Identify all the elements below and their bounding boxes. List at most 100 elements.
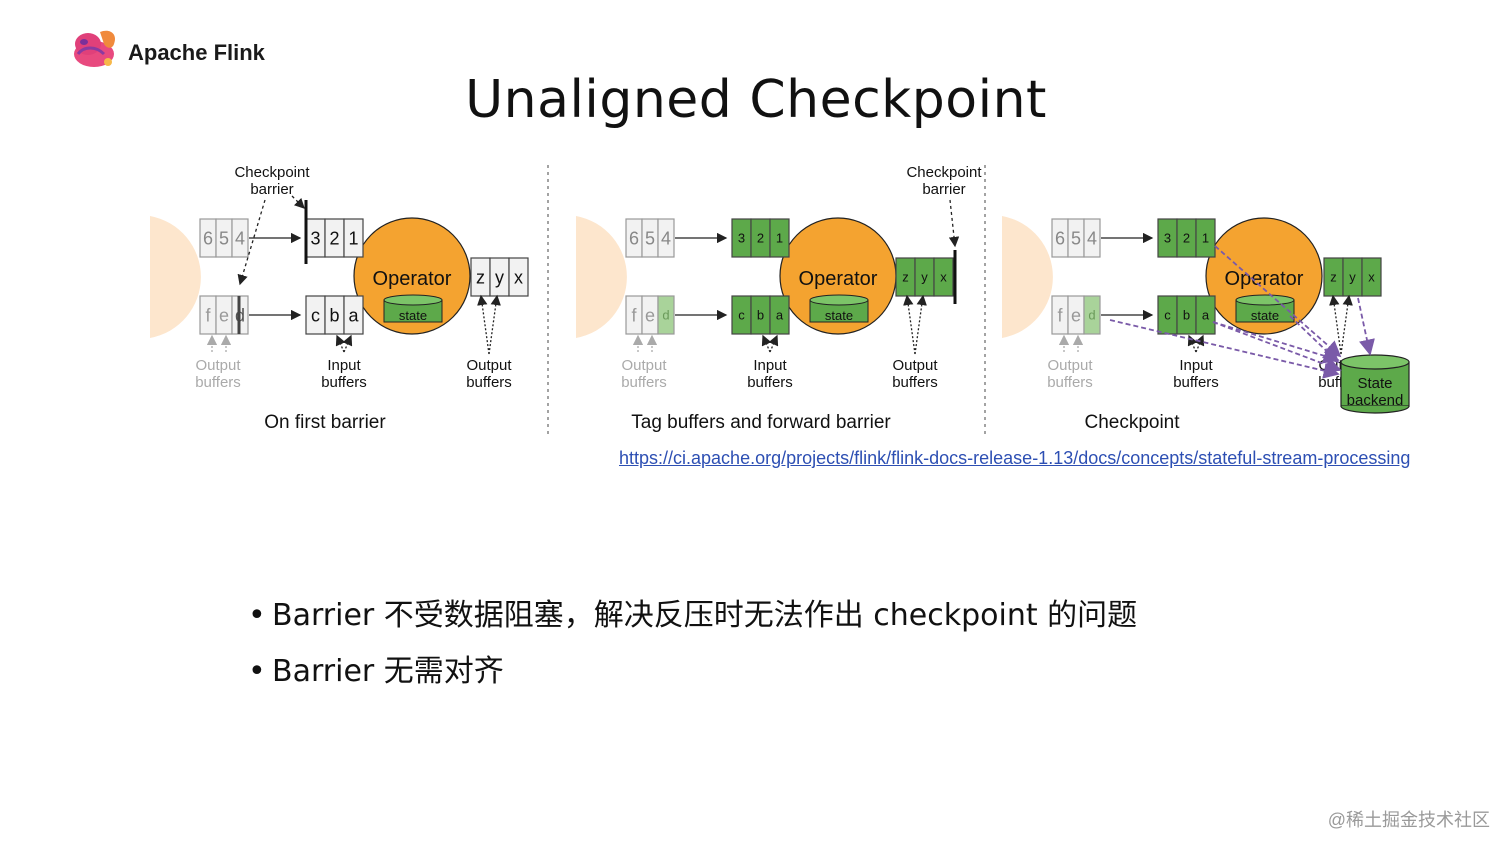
state-label: state <box>399 308 427 323</box>
bullet-dot: • <box>248 598 266 633</box>
operator-buffer-bottom-label: a <box>1202 308 1210 323</box>
output-buffer <box>508 257 529 297</box>
operator-buffer-top-label: 1 <box>348 228 358 248</box>
operator-buffer-top-label: 2 <box>757 231 764 246</box>
input-buffer-bottom-label: e <box>645 305 655 325</box>
source-shape <box>576 216 627 338</box>
state-label: state <box>825 308 853 323</box>
input-buffer-top-label: 5 <box>1071 228 1081 248</box>
page-title: Unaligned Checkpoint <box>465 70 1047 130</box>
input-buffer-bottom <box>1083 295 1101 335</box>
operator-buffer-bottom-label: a <box>348 305 359 325</box>
operator-buffer-top-label: 1 <box>1202 231 1209 246</box>
output-buffers-label: Output <box>466 357 512 374</box>
state-backend-top <box>1340 354 1410 370</box>
output-buffers-label: buffers <box>1047 374 1093 391</box>
buffer-pointer <box>903 294 916 355</box>
operator-buffer-bottom <box>1195 295 1216 335</box>
operator-buffer-bottom-label: c <box>738 308 745 323</box>
input-buffer-top-label: 6 <box>203 228 213 248</box>
output-buffer <box>1361 257 1382 297</box>
input-buffer-top-label: 4 <box>235 228 245 248</box>
operator-buffer-top-label: 2 <box>329 228 339 248</box>
buffer-pointer <box>1329 294 1342 355</box>
operator-buffer-top-label: 2 <box>1183 231 1190 246</box>
input-buffer-top-label: 6 <box>629 228 639 248</box>
operator-buffer-bottom <box>343 295 364 335</box>
output-buffer-label: z <box>476 267 485 287</box>
checkpoint-barrier-label: barrier <box>250 181 293 198</box>
state-backend-label: backend <box>1347 392 1404 409</box>
output-buffer-label: y <box>1349 270 1356 285</box>
state-backend-bottom <box>1340 405 1410 414</box>
flink-squirrel-icon <box>74 30 116 67</box>
snapshot-arrow <box>1289 315 1340 364</box>
input-buffers-label: buffers <box>321 374 367 391</box>
operator-label: Operator <box>373 268 452 290</box>
input-buffer-bottom-label: e <box>1071 305 1081 325</box>
buffer-pointer <box>1187 334 1198 353</box>
input-buffer-top <box>231 218 249 258</box>
input-buffer-bottom-label: f <box>631 305 637 325</box>
bullet-text: Barrier 不受数据阻塞，解决反压时无法作出 checkpoint 的问题 <box>272 598 1138 633</box>
output-buffers-label: Output <box>892 357 938 374</box>
source-shape <box>150 216 201 338</box>
operator-buffer-top-label: 1 <box>776 231 783 246</box>
output-buffers-label: buffers <box>621 374 667 391</box>
barrier-pointer <box>948 199 960 248</box>
snapshot-arrow <box>1357 297 1375 356</box>
state-cylinder-top <box>383 294 443 306</box>
state-label: state <box>1251 308 1279 323</box>
checkpoint-barrier-label: Checkpoint <box>906 164 982 181</box>
bullet-item: •Barrier 无需对齐 <box>248 646 504 690</box>
input-buffer-top-label: 5 <box>219 228 229 248</box>
buffer-pointer <box>914 294 927 355</box>
buffer-pointer <box>342 334 353 353</box>
unaligned-checkpoint-diagram: 654fedOperatorstate321cbazyxOutputbuffer… <box>150 164 1410 435</box>
snapshot-arrow <box>1212 321 1342 373</box>
input-buffers-label: buffers <box>1173 374 1219 391</box>
output-buffers-label: Output <box>1047 357 1093 374</box>
operator-label: Operator <box>1225 268 1304 290</box>
input-buffers-label: Input <box>1179 357 1213 374</box>
operator-buffer-top-label: 3 <box>738 231 745 246</box>
output-buffers-label: Output <box>621 357 667 374</box>
panel-caption: Tag buffers and forward barrier <box>631 412 891 433</box>
input-buffer-top-label: 5 <box>645 228 655 248</box>
source-link[interactable]: https://ci.apache.org/projects/flink/fli… <box>619 448 1411 468</box>
operator-buffer-bottom-label: b <box>329 305 339 325</box>
operator-buffer-bottom-label: c <box>1164 308 1171 323</box>
checkpoint-barrier-label: barrier <box>922 181 965 198</box>
buffer-pointer <box>477 294 490 355</box>
watermark: @稀土掘金技术社区 <box>1327 810 1490 830</box>
input-buffer-top-label: 4 <box>1087 228 1097 248</box>
bullet-dot: • <box>248 654 266 689</box>
state-backend-label: State <box>1357 375 1392 392</box>
operator-buffer-bottom-label: a <box>776 308 784 323</box>
operator-buffer-top <box>343 218 364 258</box>
input-buffer-bottom-label: f <box>1057 305 1063 325</box>
operator-buffer-top-label: 3 <box>310 228 320 248</box>
snapshot-arrow <box>1212 321 1340 364</box>
operator-buffer-bottom-label: c <box>311 305 320 325</box>
snapshot-arrow <box>1214 245 1342 358</box>
operator-buffer-top-label: 3 <box>1164 231 1171 246</box>
panel-caption: Checkpoint <box>1084 412 1180 433</box>
buffer-pointer <box>335 334 346 353</box>
buffer-pointer <box>1340 294 1353 355</box>
brand-name: Apache Flink <box>128 40 265 65</box>
output-buffer-label: x <box>1368 270 1375 285</box>
input-buffer-bottom-label: d <box>662 308 669 323</box>
output-buffer-label: y <box>921 270 928 285</box>
operator-buffer-top <box>769 218 790 258</box>
output-buffers-label: buffers <box>466 374 512 391</box>
output-buffers-label: Output <box>195 357 241 374</box>
input-buffer-top-label: 4 <box>661 228 671 248</box>
input-buffer-bottom-label: f <box>205 305 211 325</box>
output-buffers-label: buffers <box>892 374 938 391</box>
input-buffer-bottom-label: e <box>219 305 229 325</box>
input-buffers-label: Input <box>753 357 787 374</box>
input-buffer-top <box>1083 218 1101 258</box>
operator-buffer-top <box>1195 218 1216 258</box>
buffer-pointer <box>768 334 779 353</box>
